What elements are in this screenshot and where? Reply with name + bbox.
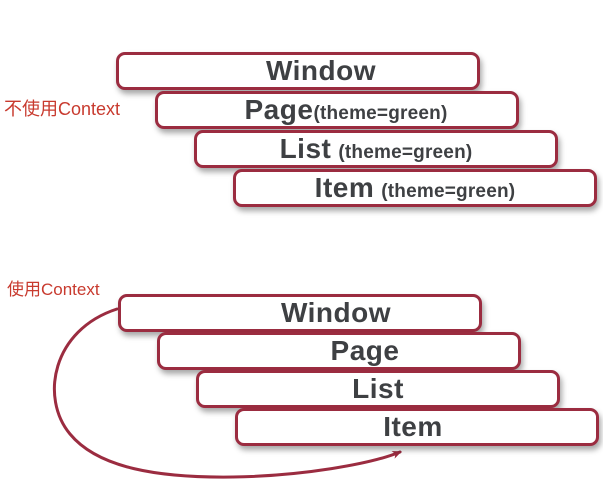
box-top-item-label: Item: [314, 172, 375, 203]
box-top-window-label: Window: [265, 55, 377, 86]
box-bottom-page-label: Page: [330, 335, 400, 366]
label-with-context: 使用Context: [7, 280, 100, 299]
box-top-list: List (theme=green): [194, 130, 558, 168]
box-bottom-window: Window: [118, 294, 482, 332]
box-bottom-list-label: List: [352, 373, 404, 404]
box-top-page-label: Page: [244, 94, 314, 125]
box-top-list-theme: (theme=green): [338, 142, 473, 163]
box-bottom-list: List: [196, 370, 560, 408]
box-top-item: Item (theme=green): [233, 169, 597, 207]
label-no-context: 不使用Context: [4, 99, 121, 119]
box-bottom-item-label: Item: [383, 411, 443, 442]
box-bottom-window-label: Window: [280, 297, 392, 328]
box-top-list-label: List: [279, 133, 332, 164]
box-top-item-theme: (theme=green): [381, 181, 516, 202]
box-top-page: Page (theme=green): [155, 91, 519, 129]
box-bottom-item: Item: [235, 408, 599, 446]
box-bottom-page: Page: [157, 332, 521, 370]
box-top-page-theme: (theme=green): [313, 103, 448, 124]
box-top-window: Window: [116, 52, 480, 90]
